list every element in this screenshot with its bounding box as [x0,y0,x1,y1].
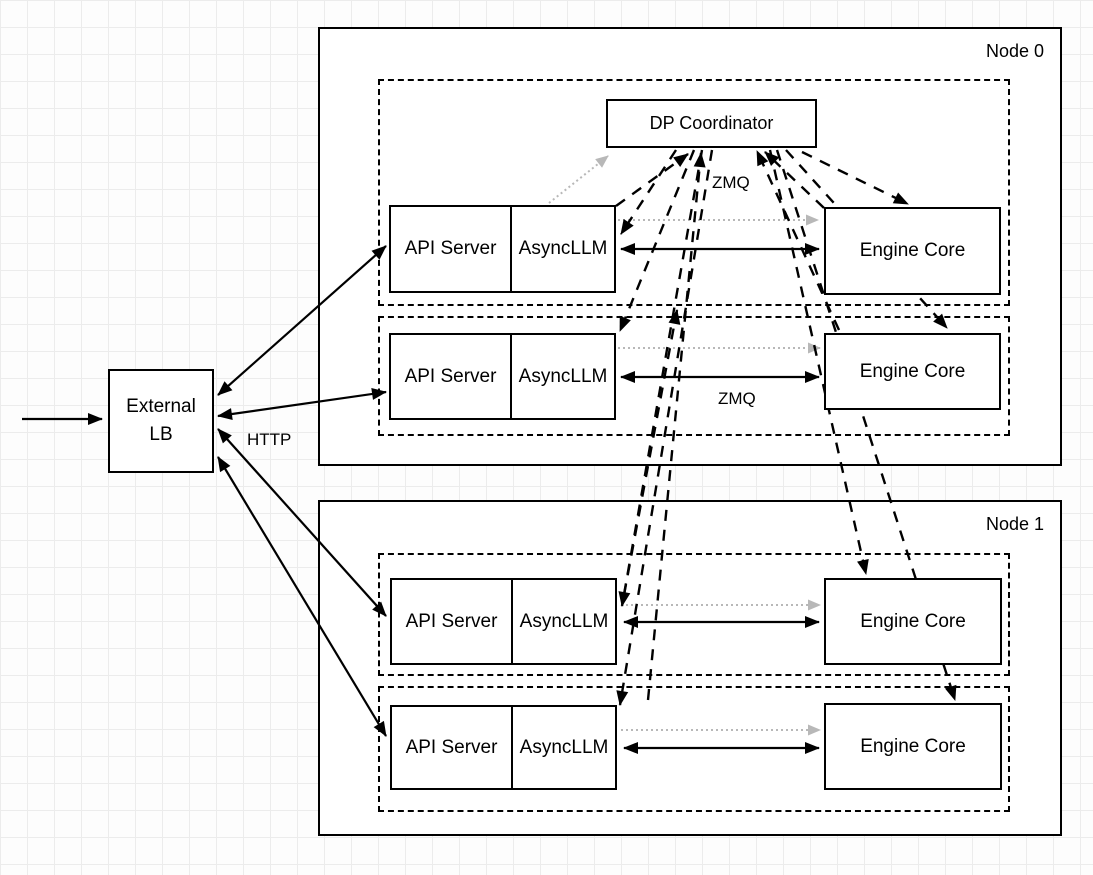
node0-row0-engine-core-label: Engine Core [859,240,966,261]
node0-row1-api-async-box: API Server AsyncLLM [389,333,616,420]
dashed-engine0-coord [764,151,825,209]
node1-row0-api-server-label: API Server [392,580,513,663]
dashed-async2-up [622,309,681,596]
node1-row0-engine-core-box: Engine Core [824,578,1002,665]
dashed-coord-async0 [619,149,678,235]
node0-label: Node 0 [985,41,1044,61]
node0-row0-api-async-box: API Server AsyncLLM [389,205,616,293]
dashed-coord-async1 [618,149,696,332]
dp-coordinator-label: DP Coordinator [649,113,774,133]
node1-row1-api-server-label: API Server [392,707,513,788]
zmq-label-mid: ZMQ [718,389,756,408]
arrow-lb-api0 [217,245,387,396]
node0-row0-api-server-label: API Server [391,207,512,291]
node1-row1-engine-core-box: Engine Core [824,703,1002,790]
dashed-async0-coord [615,153,689,207]
node0-row1-api-server-label: API Server [391,335,512,418]
node0-row0-asyncllm-label: AsyncLLM [518,238,608,259]
zmq-label-top: ZMQ [712,173,750,192]
external-lb-label-line1: External [126,396,196,418]
node0-replica0-group [378,79,1010,306]
http-label: HTTP [247,430,292,449]
dashed-coord-async3 [616,149,714,706]
node1-row1-api-async-box: API Server AsyncLLM [390,705,617,790]
node0-row1-engine-core-box: Engine Core [824,333,1001,410]
node1-row0-engine-core-label: Engine Core [860,610,966,632]
arrow-lb-api2 [217,428,387,617]
node1-row0-api-async-box: API Server AsyncLLM [390,578,617,665]
dashed-engine1-coord [755,150,841,331]
node0-row1-engine-core-label: Engine Core [859,360,966,382]
node0-row1-asyncllm-label: AsyncLLM [518,365,608,387]
dp-coordinator-box: DP Coordinator [606,99,817,148]
dotted-async0-coordinator [548,155,609,204]
node1-replica1-group [378,686,1010,812]
node1-label: Node 1 [985,514,1044,534]
arrow-lb-api3 [217,456,387,737]
dashed-async3-coord [646,152,706,701]
dashed-coord-engine2 [768,149,869,575]
node1-row0-asyncllm-label: AsyncLLM [519,610,609,632]
node1-row1-asyncllm-label: AsyncLLM [519,736,609,758]
arrow-lb-api1 [217,388,387,420]
dashed-coord-engine0 [801,150,909,206]
external-lb-label-line2: LB [149,424,173,445]
node0-row0-engine-core-box: Engine Core [824,207,1001,295]
node1-row1-engine-core-label: Engine Core [860,735,966,757]
external-lb-box: External LB [108,369,214,473]
